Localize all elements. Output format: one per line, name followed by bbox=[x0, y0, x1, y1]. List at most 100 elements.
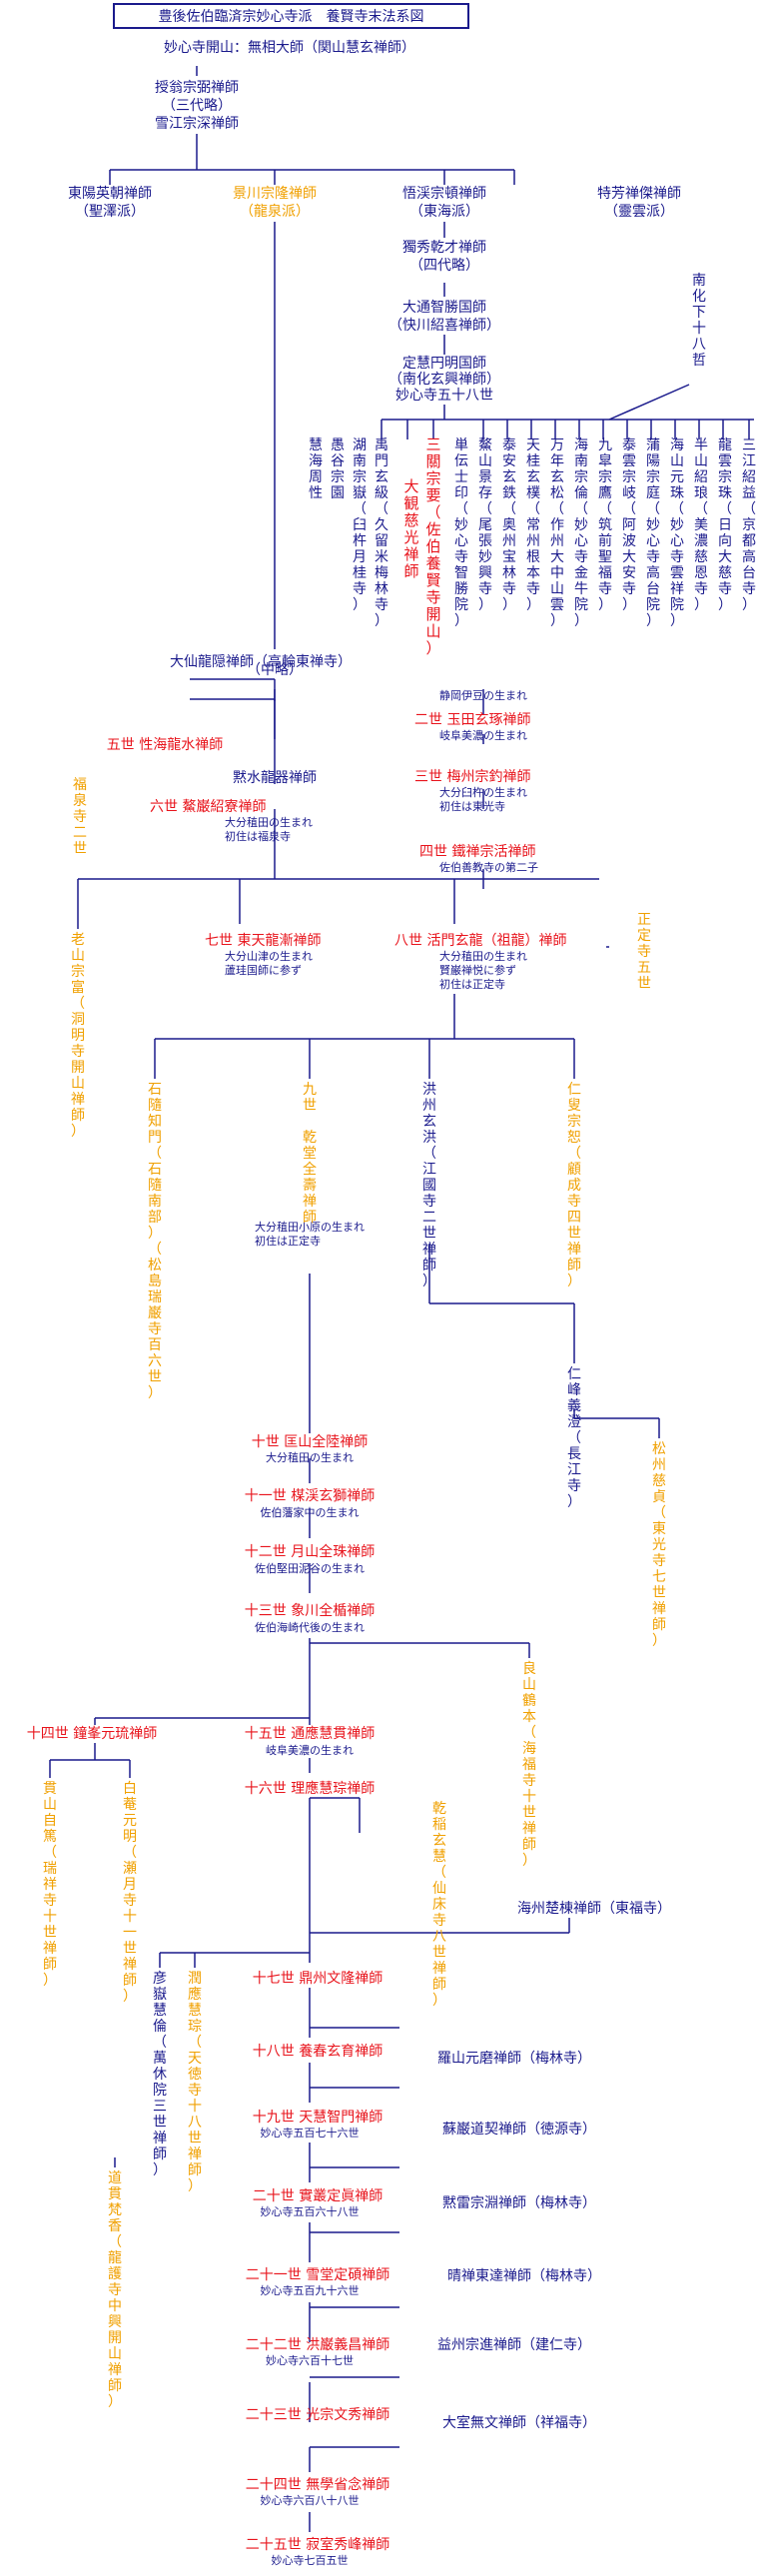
gen12-name: 十二世 月山全珠禅師 bbox=[245, 1543, 375, 1560]
shojo5-label: 正定寺五世 bbox=[637, 912, 651, 992]
gen8-note1: 大分稙田の生まれ bbox=[439, 949, 527, 963]
daitsu-name: 大通智勝国師 bbox=[402, 300, 486, 316]
daisen-label: 大仙龍隠禅師（高輪東禅寺） bbox=[170, 653, 352, 670]
branch-tohyo-sect: （聖澤派） bbox=[75, 204, 145, 220]
gen8-note3: 初住は正定寺 bbox=[439, 977, 505, 991]
gen7-note2: 蘆珪国師に参ず bbox=[225, 963, 302, 977]
seizen-name: 晴禅東達禅師（梅林寺） bbox=[447, 2268, 601, 2284]
gen17-name: 十七世 鼎州文隆禅師 bbox=[253, 1971, 383, 1987]
hakuan-name: 白菴元明（瀬月寺十一世禅師） bbox=[123, 1781, 137, 2005]
gen13-name: 十三世 象川全楯禅師 bbox=[245, 1602, 375, 1619]
ryozan-name: 良山鶴本（海福寺十世禅師） bbox=[522, 1661, 536, 1869]
gen4-name: 四世 鐵禅宗活禅師 bbox=[419, 843, 535, 860]
branch-gokei-sect: （東海派） bbox=[409, 204, 479, 220]
gen2-note: 岐阜美濃の生まれ bbox=[439, 728, 527, 742]
gen25-note: 妙心寺七百五世 bbox=[272, 2553, 349, 2567]
jokei-alias: （南化玄興禅師） bbox=[388, 371, 500, 388]
jinpo-name: 仁峰義澄（長江寺） bbox=[567, 1366, 581, 1510]
disciple-sanko: 三江紹益（京都高台寺） bbox=[742, 437, 756, 613]
yoken-founder-alt: 大観慈光禅師 bbox=[403, 477, 418, 580]
gen10-name: 十世 匡山全陸禅師 bbox=[252, 1433, 368, 1450]
nisho-name: 仁叟宗恕（顧成寺四世禅師） bbox=[567, 1082, 581, 1289]
mokusui-name: 黙水龍器禅師 bbox=[233, 769, 317, 786]
gen25-name: 二十五世 寂室秀峰禅師 bbox=[246, 2536, 389, 2553]
gen24-note: 妙心寺六百八十八世 bbox=[261, 2493, 360, 2507]
founder: 妙心寺開山：無相大師（関山慧玄禅師） bbox=[164, 39, 415, 56]
kansui-name: 乾稲玄慧（仙床寺八世禅師） bbox=[432, 1801, 446, 2009]
shizuoka-note: 静岡伊豆の生まれ bbox=[439, 688, 527, 702]
junno-name: 潤應慧琮（天徳寺十八世禅師） bbox=[188, 1971, 202, 2194]
gen19-name: 十九世 天慧智門禅師 bbox=[253, 2110, 383, 2126]
branch-tokuho-name: 特芳禅傑禅師 bbox=[597, 185, 681, 202]
fukusen-label: 福泉寺二世 bbox=[73, 777, 87, 857]
gen13-note: 佐伯海崎代後の生まれ bbox=[255, 1620, 365, 1634]
dokuyu-name: 獨秀乾才禅師 bbox=[402, 240, 486, 256]
dokuyu-note: （四代略） bbox=[409, 258, 479, 274]
gen6-note1: 大分稙田の生まれ bbox=[225, 815, 313, 829]
rouzan-name: 老山宗富（洞明寺開山禅師） bbox=[71, 932, 85, 1140]
gen3-note1: 大分臼杵の生まれ bbox=[439, 785, 527, 799]
disciple-umon: 禹門玄級（久留米梅林寺） bbox=[375, 437, 388, 629]
disciple-mannen: 万年玄松（作州大中山雲） bbox=[550, 437, 564, 629]
gen9-name: 九世 乾堂全壽禅師 bbox=[303, 1082, 317, 1226]
gen3-name: 三世 梅州宗釣禅師 bbox=[414, 769, 530, 785]
disciple-ekai: 慧海周性 bbox=[309, 437, 323, 501]
founder2-line2: （三代略） bbox=[162, 98, 232, 114]
disciple-taian: 泰安玄鉄（奥州宝林寺） bbox=[502, 437, 516, 613]
branch-tokuho-sect: （靈雲派） bbox=[604, 204, 674, 220]
gen8-name: 八世 活門玄龍（祖龍）禅師 bbox=[394, 932, 566, 949]
gengaku-name: 彦嶽慧倫（萬休院三世禅師） bbox=[153, 1971, 167, 2178]
gen7-name: 七世 東天龍漸禅師 bbox=[205, 932, 321, 949]
rakuzan-name: 羅山元磨禅師（梅林寺） bbox=[437, 2051, 591, 2067]
chuuryaku-label: （中略） bbox=[247, 662, 303, 678]
disciple-ryuun: 龍雲宗珠（日向大慈寺） bbox=[718, 436, 732, 613]
chart-title: 豊後佐伯臨済宗妙心寺派 養賢寺末法系図 bbox=[113, 3, 469, 29]
shoshu-name: 松州慈貞（東光寺七世禅師） bbox=[652, 1441, 666, 1649]
founder2-line1: 授翁宗弼禅師 bbox=[155, 80, 239, 96]
founder2-line3: 雪江宗深禅師 bbox=[155, 116, 239, 132]
branch-keisen-sect: （龍泉派） bbox=[240, 203, 310, 220]
gen11-name: 十一世 楳渓玄獅禅師 bbox=[245, 1487, 375, 1504]
gen24-name: 二十四世 無學省念禅師 bbox=[246, 2476, 389, 2493]
kaishu-name: 海州楚棟禅師（東福寺） bbox=[517, 1901, 671, 1917]
connector-lines bbox=[49, 66, 754, 2532]
nanka-label: 南化下十八哲 bbox=[692, 273, 706, 369]
gen12-note: 佐伯堅田泥谷の生まれ bbox=[255, 1561, 365, 1575]
gen11-note: 佐伯藩家中の生まれ bbox=[261, 1505, 360, 1519]
jokei-name: 定慧円明国師 bbox=[402, 356, 486, 372]
gen9-note1: 大分稙田小原の生まれ bbox=[255, 1220, 365, 1234]
kosyu-name: 洪州玄洪（江國寺二世禅師） bbox=[422, 1082, 436, 1289]
disciple-konan: 湖南宗嶽（臼杵月桂寺） bbox=[353, 437, 367, 613]
gen10-note: 大分稙田の生まれ bbox=[266, 1450, 354, 1464]
gen15-note: 岐阜美濃の生まれ bbox=[266, 1743, 354, 1757]
gen3-note2: 初住は東光寺 bbox=[439, 799, 505, 813]
branch-gokei-name: 悟渓宗頓禅師 bbox=[402, 186, 486, 202]
gen22-note: 妙心寺六百十七世 bbox=[266, 2353, 354, 2367]
branch-keisen-name: 景川宗隆禅師 bbox=[233, 186, 317, 202]
disciple-gozan: 鰲山景存（尾張妙興寺） bbox=[478, 437, 492, 613]
kanzan-name: 貫山自篤（瑞祥寺十世禅師） bbox=[43, 1781, 57, 1989]
gen18-name: 十八世 養春玄育禅師 bbox=[253, 2043, 383, 2060]
gen8-note2: 賢巌禅悦に参ず bbox=[439, 963, 516, 977]
disciple-kaizan: 海山元珠（妙心寺雲祥院） bbox=[670, 437, 684, 629]
disciple-kyuko: 九皐宗鷹（筑前聖福寺） bbox=[598, 437, 612, 613]
disciple-hanzan: 半山紹琅（美濃慈恩寺） bbox=[694, 437, 708, 613]
gen2-name: 二世 玉田玄琢禅師 bbox=[414, 711, 530, 728]
gen7-note1: 大分山津の生まれ bbox=[225, 949, 313, 963]
disciple-hoyo: 蒲陽宗庭（妙心寺高台院） bbox=[646, 437, 660, 629]
disciple-taiun: 泰雲宗岐（阿波大安寺） bbox=[622, 437, 636, 613]
ekishu-name: 益州宗進禅師（建仁寺） bbox=[437, 2337, 591, 2353]
disciple-kainan: 海南宗倫（妙心寺金牛院） bbox=[574, 437, 588, 629]
jokei-rank: 妙心寺五十八世 bbox=[395, 388, 493, 404]
gen21-note: 妙心寺五百九十六世 bbox=[261, 2283, 360, 2297]
gen6-note2: 初住は福泉寺 bbox=[225, 829, 291, 843]
dosan-name: 道貫梵香（龍護寺中興開山禅師） bbox=[108, 2170, 122, 2410]
gen5-name: 五世 性海龍水禅師 bbox=[107, 736, 223, 753]
yoken-founder: 三關宗要（佐伯養賢寺開山） bbox=[425, 435, 440, 657]
disciple-tanden: 単伝士印（妙心寺智勝院） bbox=[454, 437, 468, 629]
gen14-name: 十四世 鐘峯元琉禅師 bbox=[27, 1725, 157, 1742]
gen20-name: 二十世 實叢定眞禅師 bbox=[253, 2187, 383, 2204]
gen19-note: 妙心寺五百七十六世 bbox=[261, 2126, 360, 2140]
